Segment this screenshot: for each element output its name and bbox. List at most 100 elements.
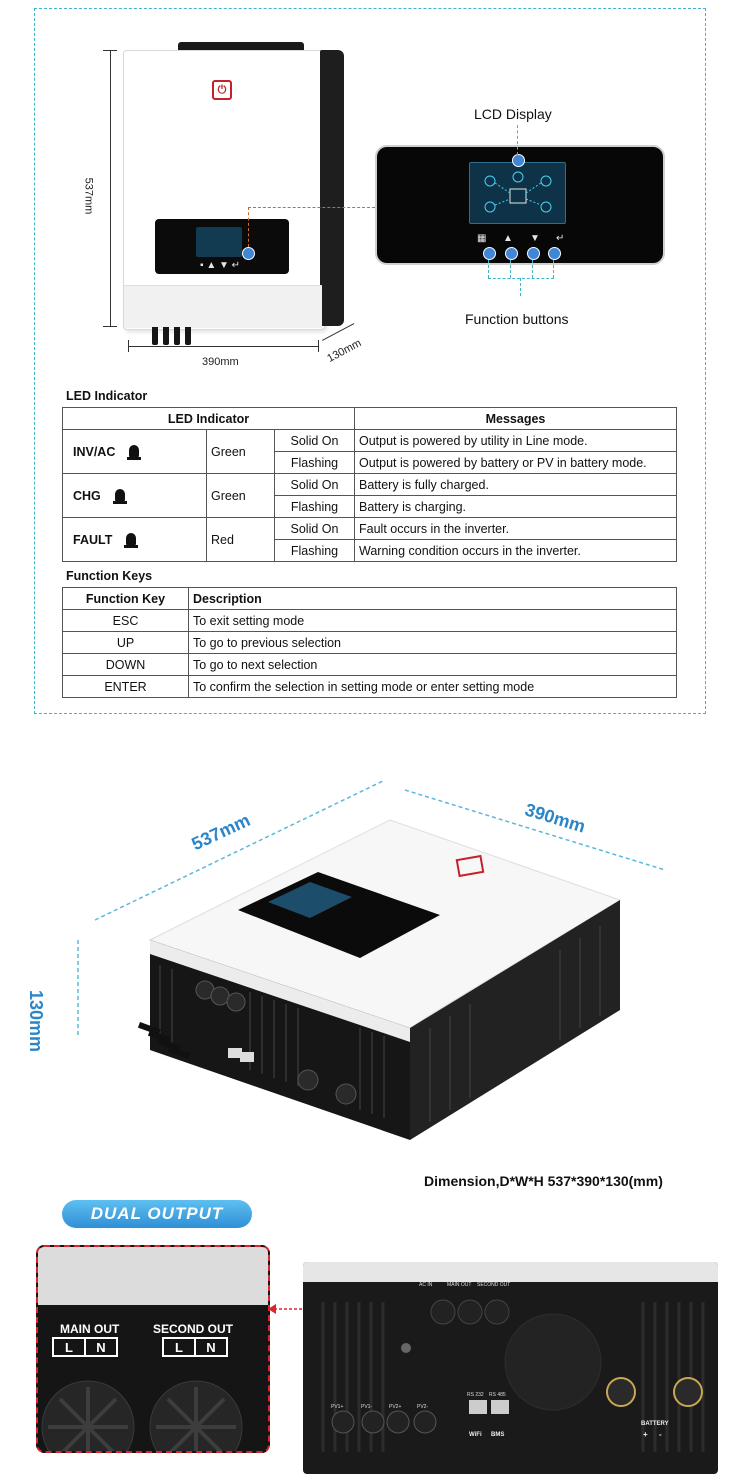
height-dim-tick bbox=[103, 50, 117, 51]
rear-main-out-label: MAIN OUT bbox=[447, 1282, 472, 1288]
width-dim-line bbox=[128, 346, 318, 347]
panel-highlight-dot bbox=[242, 247, 255, 260]
menu-key-icon: ▦ bbox=[477, 233, 487, 244]
dimension-caption: Dimension,D*W*H 537*390*130(mm) bbox=[424, 1173, 663, 1189]
power-logo-icon: ⏻ bbox=[212, 80, 232, 100]
terminal-l: L bbox=[175, 1339, 183, 1355]
led-color: Green bbox=[206, 429, 275, 474]
led-message: Output is powered by utility in Line mod… bbox=[354, 429, 677, 452]
cable-connector-icon bbox=[174, 327, 180, 345]
width-dim-label: 390mm bbox=[202, 356, 239, 368]
height-dim-label: 537mm bbox=[82, 177, 95, 215]
led-name-cell: CHG bbox=[62, 473, 207, 518]
led-state: Flashing bbox=[274, 495, 355, 518]
led-message: Fault occurs in the inverter. bbox=[354, 517, 677, 540]
cable-connector-icon bbox=[185, 327, 191, 345]
led-name-cell: INV/AC bbox=[62, 429, 207, 474]
led-name-cell: FAULT bbox=[62, 517, 207, 562]
key-desc: To go to next selection bbox=[188, 653, 677, 676]
inverter-mini-lcd bbox=[196, 227, 242, 257]
indicator-lamp-icon bbox=[124, 532, 139, 548]
button-marker-enter bbox=[548, 247, 561, 260]
output-knockout-icons bbox=[41, 1380, 243, 1451]
main-out-label: MAIN OUT bbox=[60, 1322, 120, 1336]
keys-header-key: Function Key bbox=[62, 587, 189, 610]
zoom-top-band bbox=[38, 1247, 268, 1305]
led-name: INV/AC bbox=[73, 444, 116, 459]
height-dim-label-3d: 130mm bbox=[26, 990, 46, 1053]
rear-panel: AC IN MAIN OUT SECOND OUT PV1+ PV1- PV2+… bbox=[303, 1262, 718, 1474]
mini-keys-icon: ▪ ▲ ▼ ↵ bbox=[200, 260, 241, 271]
enter-key-icon: ↵ bbox=[556, 233, 565, 244]
rear-pv1p-label: PV1+ bbox=[331, 1404, 344, 1410]
button-pointer-line bbox=[488, 278, 554, 279]
lcd-pointer-dot bbox=[512, 154, 525, 167]
button-pointer-line bbox=[488, 260, 489, 278]
cable-connector-icon bbox=[152, 327, 158, 345]
inverter-top-bracket bbox=[178, 42, 304, 52]
led-header-indicator: LED Indicator bbox=[62, 407, 355, 430]
down-key-icon: ▼ bbox=[530, 233, 540, 244]
rear-battery-plus: + bbox=[643, 1430, 648, 1439]
button-marker-down bbox=[527, 247, 540, 260]
led-message: Battery is fully charged. bbox=[354, 473, 677, 496]
inverter-bottom-panel bbox=[124, 285, 322, 328]
rear-rs232-label: RS 232 bbox=[467, 1392, 484, 1398]
width-dim-tick bbox=[318, 340, 319, 352]
function-buttons-label: Function buttons bbox=[465, 311, 569, 327]
rear-wifi-label: WiFi bbox=[469, 1432, 482, 1438]
leader-line bbox=[248, 207, 375, 208]
terminal-n: N bbox=[84, 1339, 116, 1355]
button-pointer-line bbox=[520, 278, 521, 296]
cable-connector-icon bbox=[163, 327, 169, 345]
keys-section-title: Function Keys bbox=[66, 569, 153, 583]
button-pointer-line bbox=[532, 260, 533, 278]
key-desc: To confirm the selection in setting mode… bbox=[188, 675, 677, 698]
led-state: Flashing bbox=[274, 539, 355, 562]
button-marker-esc bbox=[483, 247, 496, 260]
rear-pv2p-label: PV2+ bbox=[389, 1404, 402, 1410]
key-name: UP bbox=[62, 631, 189, 654]
rear-second-out-label: SECOND OUT bbox=[477, 1282, 511, 1288]
rear-pv1m-label: PV1- bbox=[361, 1404, 373, 1410]
key-desc: To go to previous selection bbox=[188, 631, 677, 654]
terminal-l: L bbox=[65, 1339, 73, 1355]
button-marker-up bbox=[505, 247, 518, 260]
led-name: CHG bbox=[73, 488, 101, 503]
led-table: LED Indicator Messages INV/AC Green Soli… bbox=[62, 407, 677, 562]
button-pointer-line bbox=[510, 260, 511, 278]
key-name: DOWN bbox=[62, 653, 189, 676]
led-color: Red bbox=[206, 517, 275, 562]
rear-vents-icon bbox=[321, 1299, 705, 1452]
key-name: ESC bbox=[62, 609, 189, 632]
second-out-label: SECOND OUT bbox=[153, 1322, 234, 1336]
up-key-icon: ▲ bbox=[503, 233, 513, 244]
led-color: Green bbox=[206, 473, 275, 518]
led-message: Warning condition occurs in the inverter… bbox=[354, 539, 677, 562]
rear-pv2m-label: PV2- bbox=[417, 1404, 429, 1410]
lcd-display-label: LCD Display bbox=[474, 106, 552, 122]
rear-ac-in-label: AC IN bbox=[419, 1282, 433, 1288]
height-dim-line bbox=[110, 50, 111, 326]
keys-header-desc: Description bbox=[188, 587, 677, 610]
lcd-pointer-line bbox=[517, 125, 518, 155]
led-state: Solid On bbox=[274, 429, 355, 452]
lcd-screen bbox=[469, 162, 566, 224]
dual-output-badge: DUAL OUTPUT bbox=[62, 1200, 252, 1228]
led-state: Solid On bbox=[274, 473, 355, 496]
button-pointer-line bbox=[553, 260, 554, 278]
key-name: ENTER bbox=[62, 675, 189, 698]
height-dim-tick bbox=[103, 326, 117, 327]
spec-frame bbox=[34, 8, 706, 714]
inverter-3d-view bbox=[77, 779, 666, 1140]
key-desc: To exit setting mode bbox=[188, 609, 677, 632]
led-state: Flashing bbox=[274, 451, 355, 474]
lcd-readout-icon bbox=[484, 171, 552, 213]
rear-top-band bbox=[303, 1262, 718, 1282]
led-state: Solid On bbox=[274, 517, 355, 540]
zoom-arrow-icon bbox=[268, 1304, 302, 1314]
rear-battery-minus: - bbox=[659, 1430, 662, 1439]
